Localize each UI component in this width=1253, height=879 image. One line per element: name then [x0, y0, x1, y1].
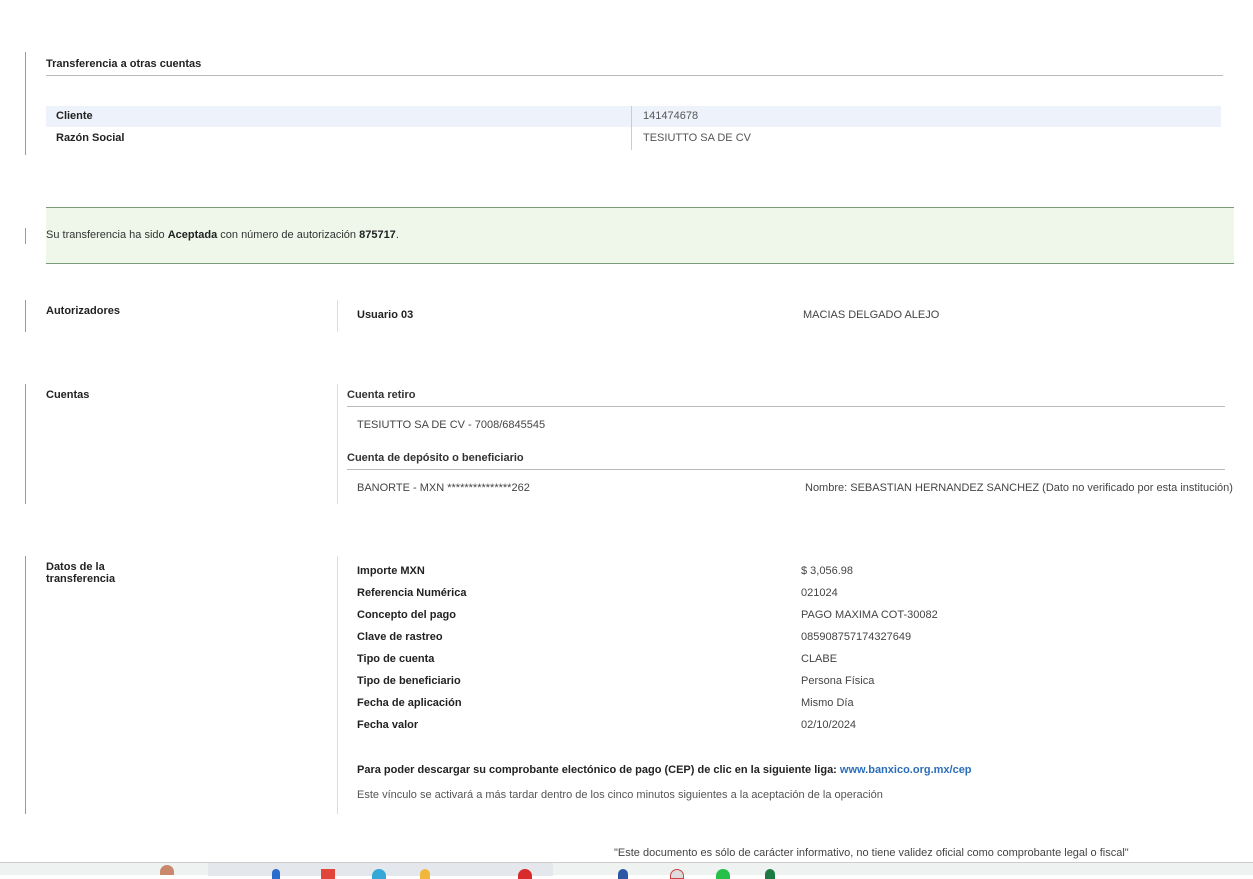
cuenta-retiro-label: Cuenta retiro — [347, 389, 1225, 407]
divider — [337, 300, 338, 332]
avatar-icon[interactable] — [160, 865, 174, 875]
detail-value: Persona Física — [801, 675, 875, 687]
transfer-detail-row: Fecha valor 02/10/2024 — [357, 714, 1237, 736]
authorizer-name: MACIAS DELGADO ALEJO — [803, 309, 940, 321]
column-divider — [631, 106, 632, 150]
detail-label: Clave de rastreo — [357, 631, 443, 643]
client-row — [46, 106, 1221, 127]
transfer-detail-row: Clave de rastreo 085908757174327649 — [357, 626, 1237, 648]
cep-note: Este vínculo se activará a más tardar de… — [357, 789, 883, 801]
alert-suffix: . — [395, 229, 399, 241]
detail-value: 02/10/2024 — [801, 719, 857, 731]
cep-label: Para poder descargar su comprobante elec… — [357, 764, 840, 776]
datos-title-1: Datos de la — [46, 561, 105, 573]
detail-value: Mismo Día — [801, 697, 854, 709]
detail-label: Tipo de cuenta — [357, 653, 435, 665]
cuenta-deposito-value: BANORTE - MXN ***************262 — [357, 482, 530, 494]
section-bar — [25, 52, 26, 155]
alert-prefix: Su transferencia ha sido — [46, 229, 168, 241]
client-value: 141474678 — [643, 110, 699, 122]
app-icon[interactable] — [518, 869, 532, 879]
taskbar — [0, 862, 1253, 879]
beneficiary-name: Nombre: SEBASTIAN HERNANDEZ SANCHEZ (Dat… — [805, 482, 1233, 494]
client-label: Cliente — [56, 110, 93, 122]
detail-label: Importe MXN — [357, 565, 425, 577]
transfer-detail-row: Referencia Numérica 021024 — [357, 582, 1237, 604]
divider — [337, 556, 338, 814]
word-icon[interactable] — [618, 869, 628, 879]
client-table: Cliente 141474678 Razón Social TESIUTTO … — [46, 106, 1221, 150]
section-bar — [25, 228, 26, 244]
transfer-detail-row: Importe MXN $ 3,056.98 — [357, 560, 1237, 582]
success-alert: Su transferencia ha sido Aceptada con nú… — [46, 207, 1234, 264]
excel-icon[interactable] — [765, 869, 775, 879]
detail-value: PAGO MAXIMA COT-30082 — [801, 609, 938, 621]
detail-label: Concepto del pago — [357, 609, 456, 621]
auth-number: 875717 — [359, 229, 396, 241]
disclaimer: "Este documento es sólo de carácter info… — [614, 847, 1129, 859]
detail-label: Tipo de beneficiario — [357, 675, 461, 687]
alert-status: Aceptada — [167, 229, 218, 241]
cuenta-deposito-label: Cuenta de depósito o beneficiario — [347, 452, 1225, 470]
cep-text: Para poder descargar su comprobante elec… — [357, 764, 972, 776]
transfer-detail-row: Fecha de aplicación Mismo Día — [357, 692, 1237, 714]
app-icon[interactable] — [272, 869, 280, 879]
detail-label: Fecha valor — [357, 719, 419, 731]
datos-title-2: transferencia — [46, 573, 116, 585]
detail-label: Fecha de aplicación — [357, 697, 462, 709]
detail-value: 021024 — [801, 587, 838, 599]
alert-middle: con número de autorización — [217, 229, 360, 241]
transfer-detail-row: Concepto del pago PAGO MAXIMA COT-30082 — [357, 604, 1237, 626]
app-icon[interactable] — [670, 869, 684, 879]
authorizer-row: Usuario 03 MACIAS DELGADO ALEJO — [357, 304, 1237, 326]
section-bar — [25, 384, 26, 504]
detail-value: $ 3,056.98 — [801, 565, 853, 577]
folder-icon[interactable] — [420, 869, 430, 879]
razon-value: TESIUTTO SA DE CV — [643, 132, 751, 144]
razon-label: Razón Social — [56, 132, 125, 144]
cuentas-title: Cuentas — [46, 389, 90, 401]
whatsapp-icon[interactable] — [716, 869, 730, 879]
app-icon[interactable] — [372, 869, 386, 879]
alert-message: Su transferencia ha sido Aceptada con nú… — [46, 229, 399, 241]
page-title: Transferencia a otras cuentas — [46, 58, 202, 70]
section-bar — [25, 300, 26, 332]
detail-value: 085908757174327649 — [801, 631, 912, 643]
transfer-detail-row: Tipo de cuenta CLABE — [357, 648, 1237, 670]
title-divider — [46, 75, 1223, 76]
divider — [337, 384, 338, 504]
cep-link[interactable]: www.banxico.org.mx/cep — [839, 764, 972, 776]
cuenta-retiro-value: TESIUTTO SA DE CV - 7008/6845545 — [357, 419, 546, 431]
authorizer-user: Usuario 03 — [357, 309, 414, 321]
transfer-detail-row: Tipo de beneficiario Persona Física — [357, 670, 1237, 692]
section-bar — [25, 556, 26, 814]
detail-value: CLABE — [801, 653, 838, 665]
detail-label: Referencia Numérica — [357, 587, 467, 599]
app-icon[interactable] — [321, 869, 335, 879]
autorizadores-title: Autorizadores — [46, 305, 120, 317]
